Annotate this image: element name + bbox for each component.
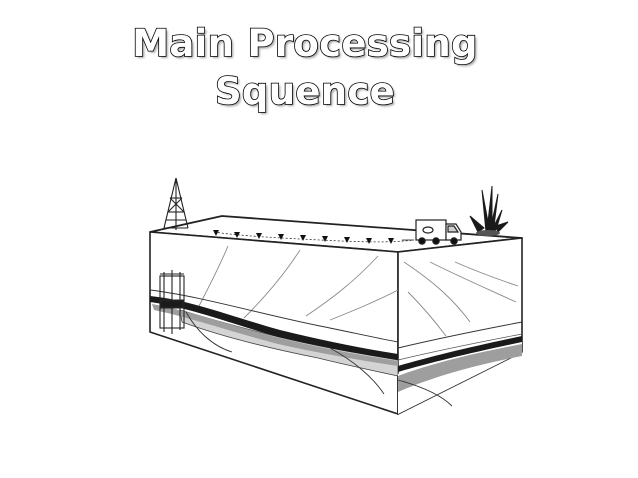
right-layer-dark <box>398 336 522 372</box>
title-line-1: Main Processing <box>131 21 478 66</box>
front-layers <box>149 289 399 395</box>
shot-source-icon <box>469 185 509 236</box>
geophone-line <box>213 230 415 244</box>
layer-thin-line <box>149 289 399 343</box>
reflector-curve-front <box>185 311 233 353</box>
recording-truck-icon <box>402 219 462 245</box>
slide-title: Main Processing Squence <box>0 20 610 116</box>
geophone-icon <box>213 230 394 244</box>
layer-gray-band <box>152 304 398 366</box>
title-line-2: Squence <box>214 69 396 114</box>
borehole <box>159 270 185 334</box>
right-layer-gray <box>398 344 522 392</box>
layer-dark-band <box>150 296 398 360</box>
drill-tower-icon <box>163 177 189 230</box>
right-layers <box>397 321 523 414</box>
